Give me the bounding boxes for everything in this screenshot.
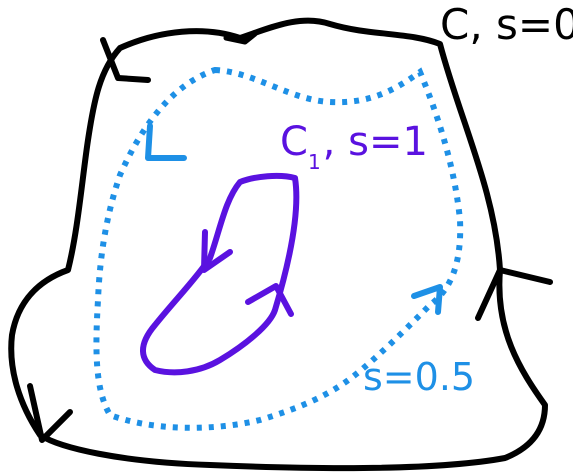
inner-curve-label-prefix: C (280, 119, 308, 165)
inner-curve-label-suffix: , s=1 (322, 119, 428, 165)
outer-curve-label: C, s=0 (440, 0, 573, 49)
arrowhead-icon (411, 284, 443, 315)
outer-curve-c (8, 17, 548, 472)
arrowhead-icon (27, 383, 73, 443)
arrowhead-icon (223, 31, 258, 45)
arrowhead-icon (100, 37, 151, 83)
inner-curve-c1 (140, 172, 300, 376)
arrowhead-icon (475, 267, 553, 321)
arrowhead-icon (201, 229, 233, 273)
outer-arrows (27, 31, 553, 443)
arrowhead-icon (245, 283, 294, 317)
middle-arrows (145, 123, 443, 315)
arrowhead-icon (145, 123, 187, 161)
inner-curve-label-subscript: 1 (307, 150, 321, 174)
middle-curve-s05 (93, 66, 464, 431)
inner-arrows (201, 229, 294, 317)
middle-curve-label: s=0.5 (363, 355, 476, 399)
inner-curve-label: C1, s=1 (280, 119, 428, 172)
